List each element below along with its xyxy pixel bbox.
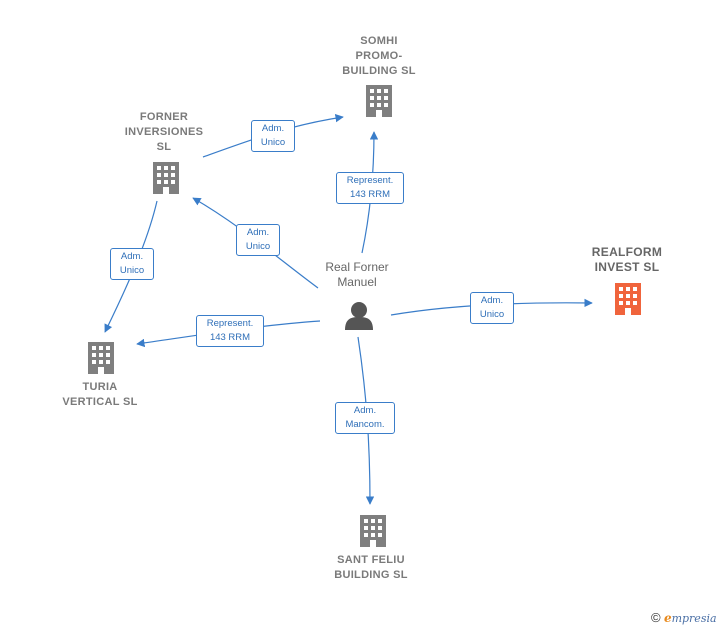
node-label-somhi[interactable]: SOMHI PROMO- BUILDING SL: [342, 35, 416, 77]
edge-label-person-turia: Represent. 143 RRM: [196, 315, 264, 347]
edge-label-person-realform: Adm. Unico: [470, 292, 514, 324]
edge-label-person-somhi: Represent. 143 RRM: [336, 172, 404, 204]
person-icon[interactable]: [345, 302, 373, 330]
building-icon[interactable]: [366, 85, 392, 117]
brand-logo-initial: e: [663, 611, 672, 625]
building-icon[interactable]: [615, 283, 641, 315]
edge-label-person-forner: Adm. Unico: [236, 224, 280, 256]
node-label-forner[interactable]: FORNER INVERSIONES SL: [124, 111, 204, 153]
person-label[interactable]: Real Forner Manuel: [325, 260, 389, 289]
node-label-realform[interactable]: REALFORM INVEST SL: [591, 245, 663, 274]
building-icon[interactable]: [360, 515, 386, 547]
brand-logo-text: mpresia: [671, 612, 717, 625]
node-label-santfeliu[interactable]: SANT FELIU BUILDING SL: [334, 554, 408, 581]
building-icon[interactable]: [88, 342, 114, 374]
copyright-symbol: ©: [651, 610, 661, 625]
edge-label-person-santfeliu: Adm. Mancom.: [335, 402, 395, 434]
edge-label-forner-turia: Adm. Unico: [110, 248, 154, 280]
edge-label-forner-somhi: Adm. Unico: [251, 120, 295, 152]
brand-footer: © empresia: [651, 610, 717, 625]
building-icon[interactable]: [153, 162, 179, 194]
node-label-turia[interactable]: TURIA VERTICAL SL: [62, 381, 138, 408]
